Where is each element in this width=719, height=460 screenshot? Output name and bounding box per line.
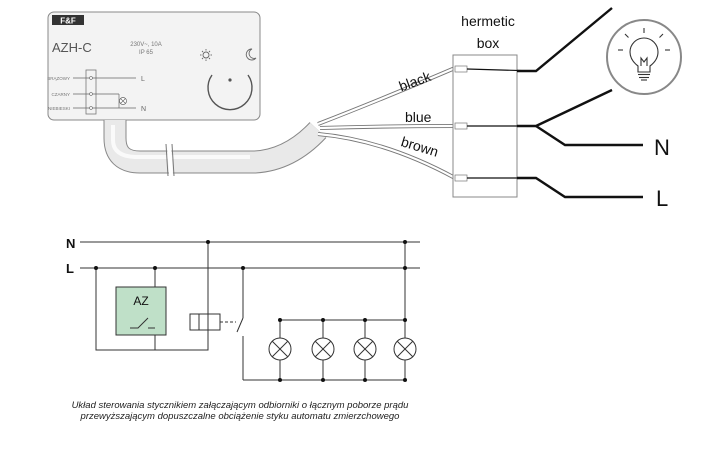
knob-center bbox=[228, 78, 232, 82]
hermetic-box-label-2: box bbox=[477, 35, 500, 51]
lamp bbox=[606, 19, 682, 95]
brand-logo-box bbox=[52, 15, 84, 25]
output-lines bbox=[517, 7, 643, 199]
caption-line-1: Układ sterowania stycznikiem załączający… bbox=[71, 400, 409, 411]
knob-dial bbox=[207, 74, 253, 111]
output-n-label: N bbox=[654, 135, 670, 160]
az-switch-symbol bbox=[130, 317, 155, 329]
wires bbox=[317, 66, 456, 180]
output-l-label: L bbox=[656, 186, 668, 211]
schematic: N L bbox=[66, 236, 420, 382]
wire-label-blue-text: blue bbox=[405, 109, 432, 125]
lamp-symbol-4 bbox=[393, 337, 417, 361]
caption-line-2: przewyższającym dopuszczalne obciążenie … bbox=[80, 411, 400, 422]
lamp-symbol-2 bbox=[311, 337, 335, 361]
wire-label-black-text: black bbox=[397, 68, 434, 95]
device-terminal-block bbox=[73, 69, 136, 115]
wire-label-blue: NIEBIESKI bbox=[48, 106, 70, 111]
device-ip-rating: IP 65 bbox=[139, 50, 154, 56]
terminal-l-label: L bbox=[141, 76, 145, 83]
terminal-n-label: N bbox=[141, 106, 146, 113]
schematic-caption: Układ sterowania stycznikiem załączający… bbox=[40, 400, 440, 422]
moon-icon bbox=[245, 48, 257, 61]
az-label: AZ bbox=[133, 294, 148, 308]
hermetic-box-label-1: hermetic bbox=[461, 13, 515, 29]
az-device-box bbox=[115, 286, 167, 336]
schematic-n-label: N bbox=[66, 236, 75, 251]
brand-logo: F&F bbox=[60, 17, 76, 26]
device-model: AZH-C bbox=[52, 40, 92, 55]
schematic-l-label: L bbox=[66, 261, 74, 276]
wire-label-brown: BRĄZOWY bbox=[47, 76, 70, 81]
junction-dots bbox=[94, 240, 407, 382]
wire-label-black: CZARNY bbox=[51, 92, 70, 97]
lamp-symbol-1 bbox=[268, 337, 292, 361]
azh-c-device: F&F AZH-C 230V~, 10A IP 65 bbox=[47, 11, 261, 121]
light-bulb-icon bbox=[618, 28, 670, 81]
device-rating: 230V~, 10A bbox=[130, 42, 162, 48]
cable bbox=[103, 120, 327, 177]
sun-icon bbox=[200, 49, 212, 61]
lamp-symbol-3 bbox=[353, 337, 377, 361]
